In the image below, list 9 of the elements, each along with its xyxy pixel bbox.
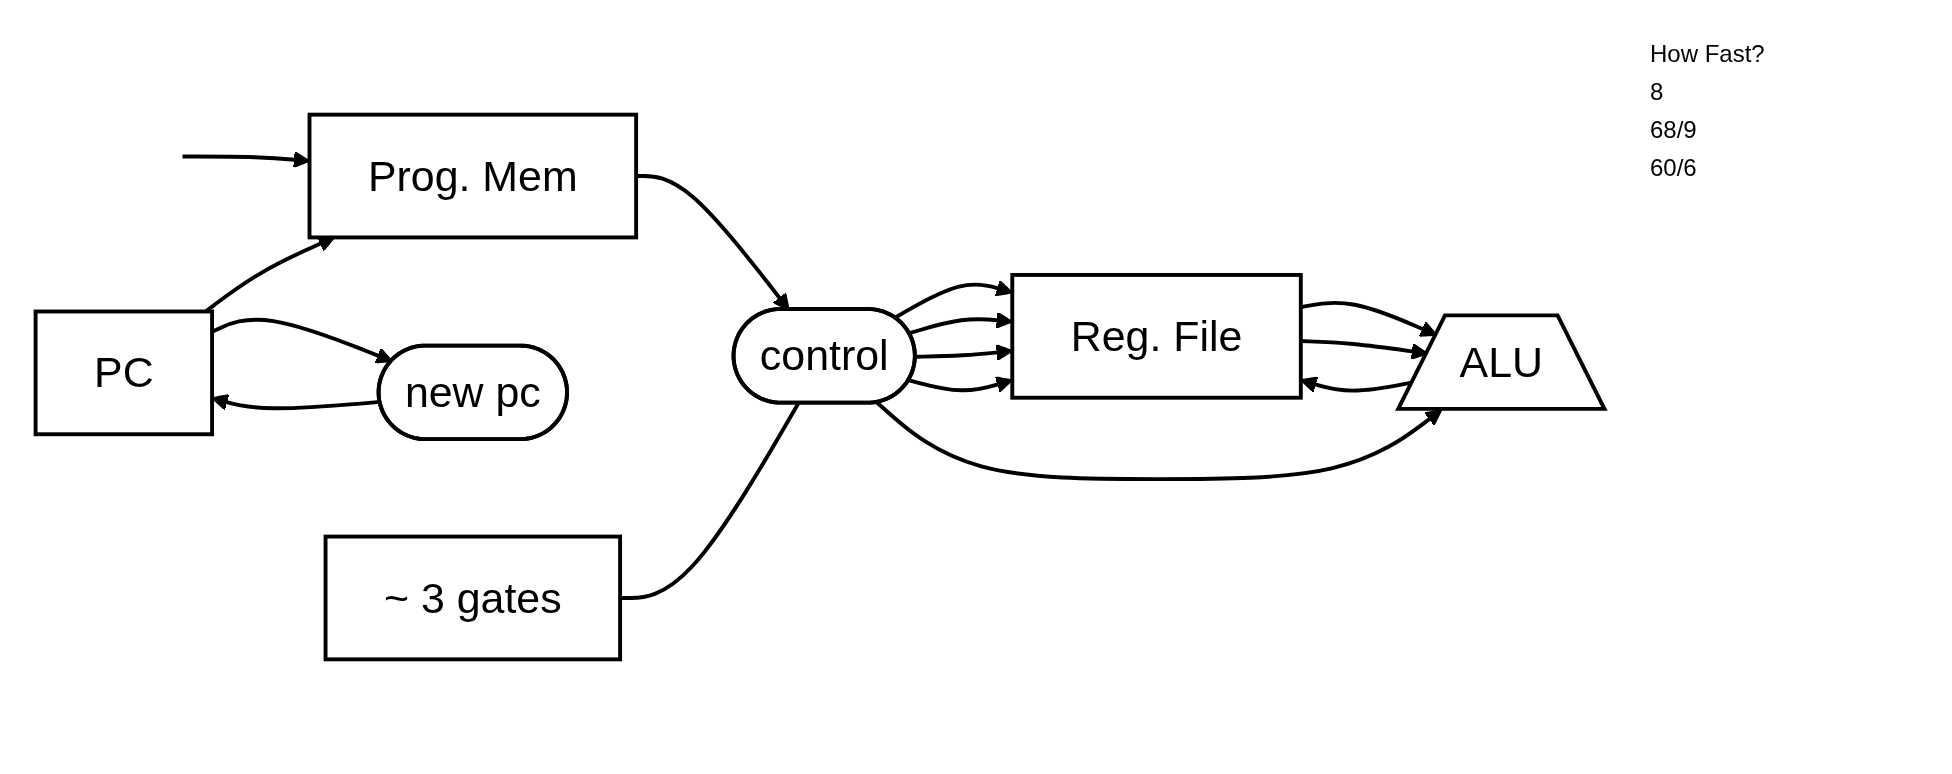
arrow	[875, 401, 1443, 482]
node-box: PC	[33, 309, 215, 437]
node-box: Reg. File	[1010, 273, 1303, 400]
note-text: 60/6	[1650, 154, 1698, 182]
note-text: How Fast?	[1650, 40, 1766, 68]
node-box: ~ 3 gates	[323, 534, 623, 662]
note-text: 68/9	[1650, 116, 1698, 144]
note-text: 8	[1650, 78, 1665, 106]
node-box: Prog. Mem	[307, 112, 639, 240]
